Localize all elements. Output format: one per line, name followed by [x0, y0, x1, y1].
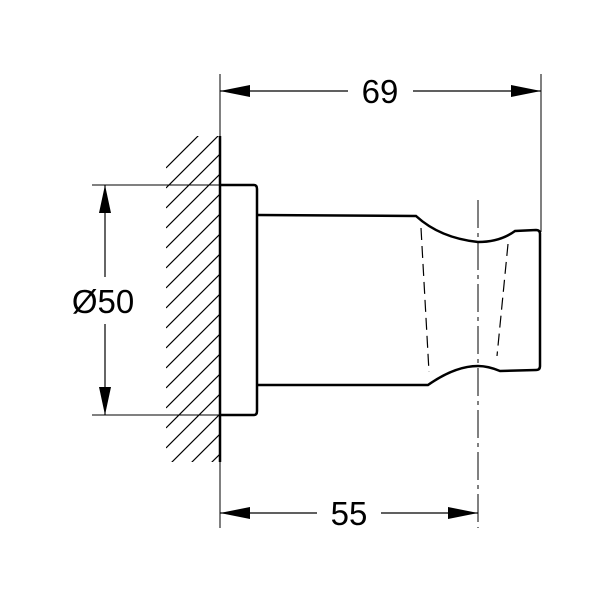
wall-hatch [166, 136, 220, 462]
hidden-line-right [496, 243, 509, 357]
dimension-69: 69 [220, 73, 541, 110]
dimension-69-label: 69 [362, 73, 399, 110]
hidden-line-left [420, 227, 430, 373]
base-plate-outline [220, 183, 259, 417]
dimension-55: 55 [220, 495, 478, 532]
dimension-diameter-50: Ø50 [72, 184, 220, 416]
holder-arm-outline [256, 213, 542, 387]
dimension-diameter-label: Ø50 [72, 283, 134, 320]
dimension-55-label: 55 [331, 495, 368, 532]
